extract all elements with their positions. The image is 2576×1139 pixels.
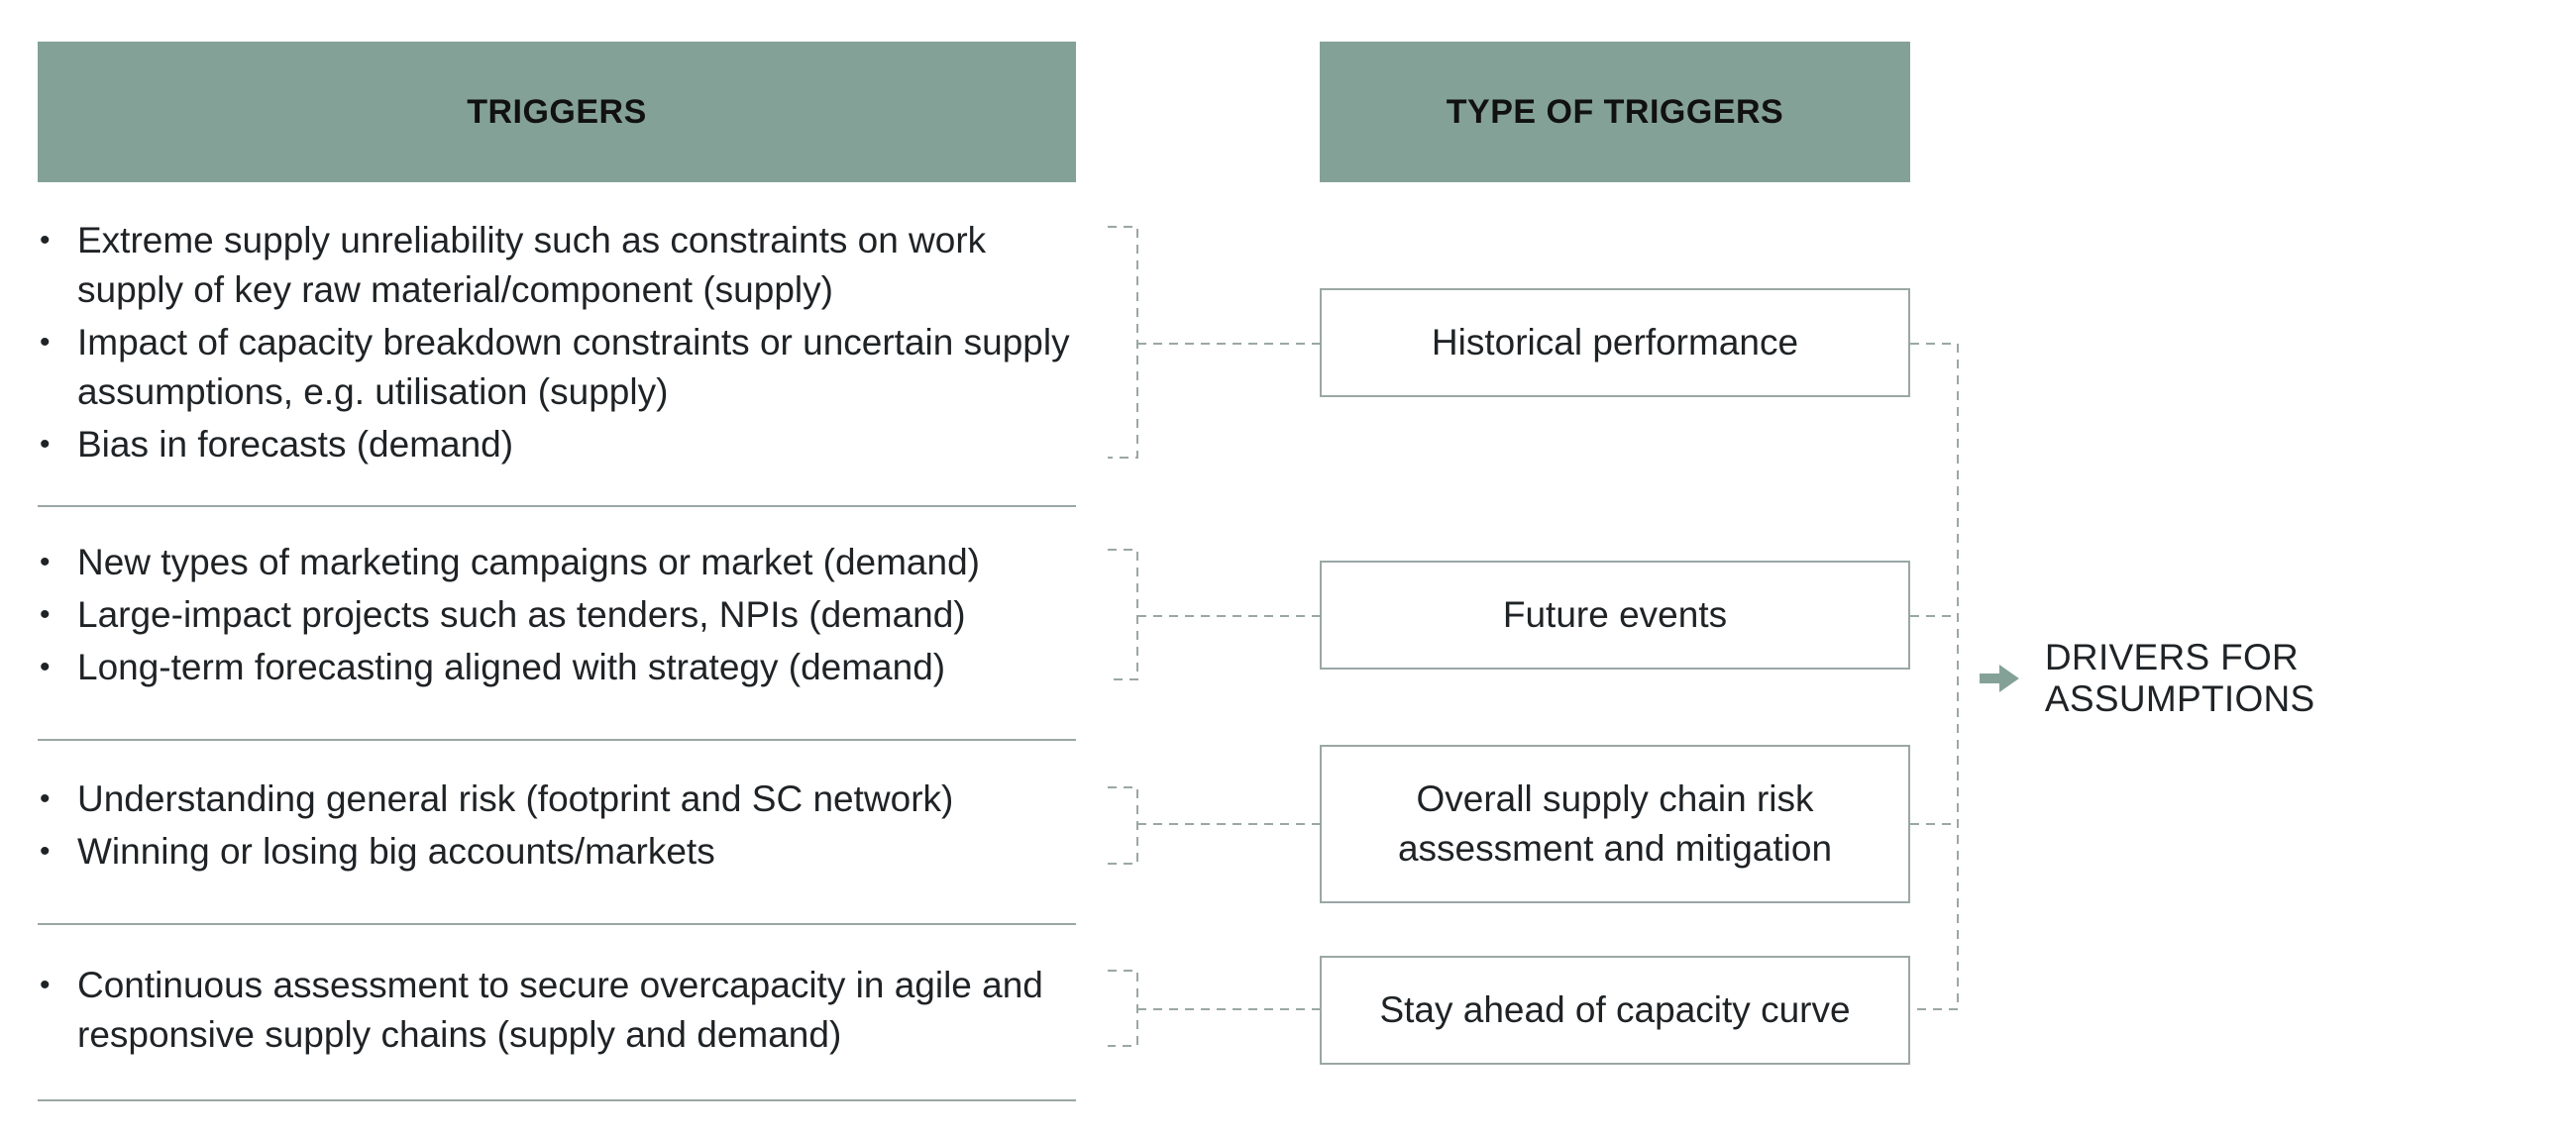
trigger-type-label: Historical performance [1431,322,1799,362]
trigger-item: Extreme supply unreliability such as con… [38,216,1076,315]
triggers-header-label: TRIGGERS [467,92,647,131]
group-divider [38,923,1076,925]
drivers-for-assumptions: DRIVERS FOR ASSUMPTIONS [1980,637,2576,719]
arrow-right-icon [1980,665,2019,692]
trigger-item: Long-term forecasting aligned with strat… [38,643,1076,692]
trigger-type-label: Future events [1502,594,1728,635]
trigger-type-box-future: Future events [1320,561,1910,670]
bracket-group-3 [1108,786,1138,865]
trigger-group-1: Extreme supply unreliability such as con… [38,216,1076,469]
trigger-type-label: Stay ahead of capacity curve [1379,989,1851,1030]
trigger-group-4: Continuous assessment to secure overcapa… [38,961,1076,1060]
trigger-item: Understanding general risk (footprint an… [38,775,1076,824]
trigger-item: Bias in forecasts (demand) [38,420,1076,469]
trigger-type-box-risk: Overall supply chain risk assessment and… [1320,745,1910,903]
trigger-types-header: TYPE OF TRIGGERS [1320,42,1910,182]
bracket-group-4 [1108,970,1138,1047]
bracket-group-1 [1108,226,1138,459]
trigger-group-3: Understanding general risk (footprint an… [38,775,1076,877]
triggers-header: TRIGGERS [38,42,1076,182]
trigger-types-header-label: TYPE OF TRIGGERS [1446,92,1784,131]
trigger-type-label: Overall supply chain risk assessment and… [1397,778,1833,869]
trigger-item: Large-impact projects such as tenders, N… [38,590,1076,640]
group-divider [38,1099,1076,1101]
trigger-type-box-historical: Historical performance [1320,288,1910,397]
drivers-label: DRIVERS FOR ASSUMPTIONS [2044,637,2315,719]
trigger-item: New types of marketing campaigns or mark… [38,538,1076,587]
bracket-group-2 [1108,549,1138,680]
bracket-types [1910,343,1959,1010]
group-divider [38,505,1076,507]
trigger-item: Impact of capacity breakdown constraints… [38,318,1076,417]
trigger-type-box-capacity: Stay ahead of capacity curve [1320,956,1910,1065]
group-divider [38,739,1076,741]
trigger-item: Winning or losing big accounts/markets [38,827,1076,877]
trigger-group-2: New types of marketing campaigns or mark… [38,538,1076,692]
trigger-item: Continuous assessment to secure overcapa… [38,961,1076,1060]
